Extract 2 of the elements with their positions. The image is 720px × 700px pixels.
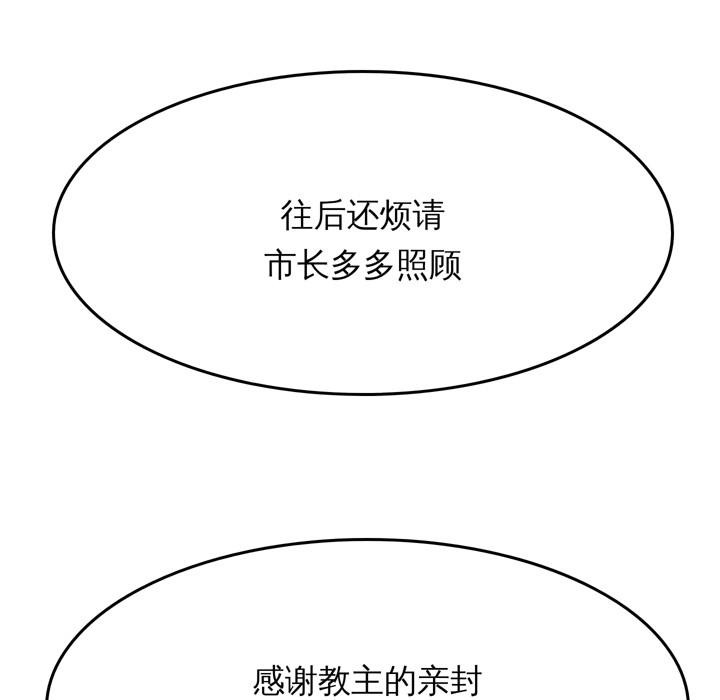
dialogue-text: 感谢教主的亲封	[252, 660, 483, 700]
dialogue-text: 往后还烦请市长多多照顾	[264, 194, 462, 286]
